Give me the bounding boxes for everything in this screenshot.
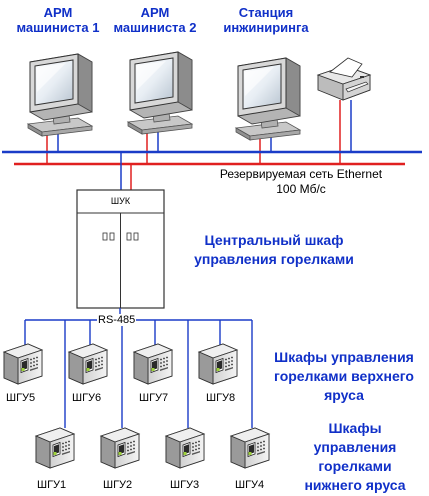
cabinet-icon-shgu6	[68, 343, 108, 385]
unit-label-shgu1: ШГУ1	[37, 479, 67, 491]
cabinet-icon-shgu1	[35, 427, 75, 469]
monitor-icon-1	[27, 53, 93, 137]
unit-label-shgu3: ШГУ3	[170, 479, 200, 491]
unit-label-shgu8: ШГУ8	[206, 392, 236, 404]
unit-label-shgu6: ШГУ6	[72, 392, 102, 404]
unit-label-shgu2: ШГУ2	[103, 479, 133, 491]
printer-icon	[316, 57, 372, 101]
cabinet-icon-shgu5	[3, 343, 43, 385]
monitor-icon-3	[235, 57, 301, 141]
workstation-drops	[46, 100, 352, 164]
unit-label-shgu7: ШГУ7	[139, 392, 169, 404]
cabinet-icon-shgu8	[198, 343, 238, 385]
unit-label-shgu4: ШГУ4	[235, 479, 265, 491]
cabinet-label: ШУК	[110, 196, 131, 206]
cabinet-icon-shgu4	[230, 427, 270, 469]
cabinet-icon-shgu7	[133, 343, 173, 385]
rs485-bus	[24, 308, 253, 428]
central-cabinet	[76, 189, 165, 309]
unit-label-shgu5: ШГУ5	[6, 392, 36, 404]
bus-label: RS-485	[97, 314, 137, 326]
cabinet-icon-shgu2	[100, 427, 140, 469]
cabinet-icon-shgu3	[165, 427, 205, 469]
monitor-icon-2	[127, 51, 193, 135]
